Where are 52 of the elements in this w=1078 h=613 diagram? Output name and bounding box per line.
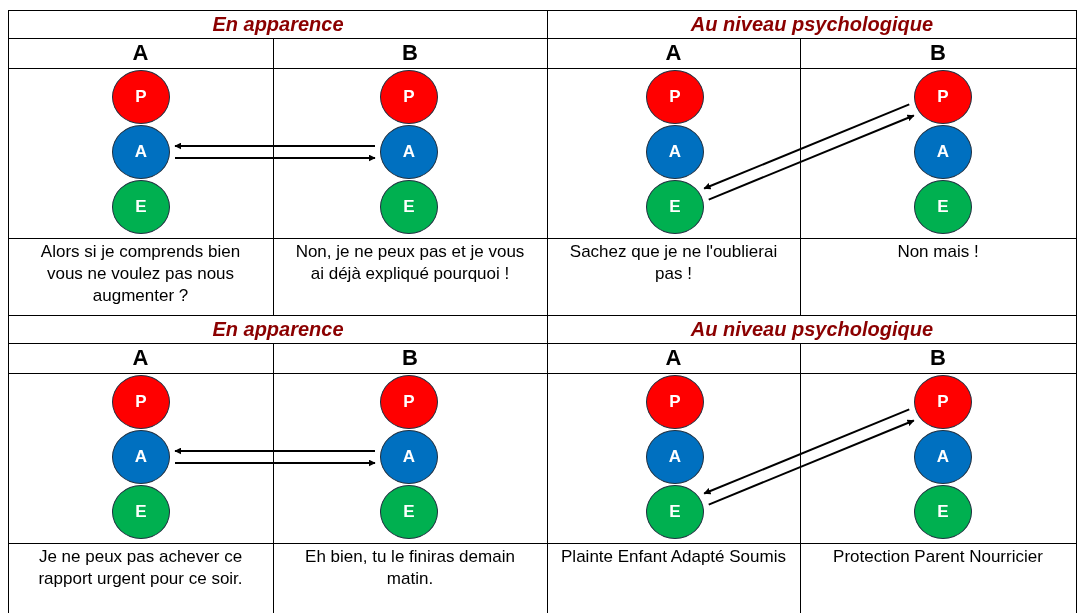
arrow bbox=[174, 459, 376, 467]
ego-state-circle: E bbox=[112, 485, 170, 539]
arrow bbox=[707, 114, 915, 201]
arrow bbox=[174, 142, 376, 150]
dialogue-text: Non mais ! bbox=[897, 241, 979, 263]
section-heading: Au niveau psychologique bbox=[690, 318, 934, 340]
ego-state-circle: P bbox=[112, 70, 170, 124]
person-label: B bbox=[402, 345, 418, 370]
section-heading: En apparence bbox=[212, 13, 344, 35]
ego-state-circle: A bbox=[112, 125, 170, 179]
dialogue-text: Protection Parent Nourricier bbox=[833, 546, 1043, 568]
ego-state-circle: A bbox=[646, 430, 704, 484]
ego-state-circle: A bbox=[112, 430, 170, 484]
ego-state-circle: P bbox=[380, 375, 438, 429]
ego-state-circle: E bbox=[380, 180, 438, 234]
arrow bbox=[174, 154, 376, 162]
ego-state-circle: E bbox=[112, 180, 170, 234]
person-label: A bbox=[132, 40, 149, 65]
ego-state-circle: A bbox=[380, 430, 438, 484]
arrow bbox=[703, 408, 911, 495]
ego-state-circle: P bbox=[646, 70, 704, 124]
ego-state-circle: P bbox=[112, 375, 170, 429]
dialogue-text: Plainte Enfant Adapté Soumis bbox=[561, 546, 786, 568]
section-heading: Au niveau psychologique bbox=[690, 13, 934, 35]
arrow bbox=[707, 419, 915, 506]
person-label: B bbox=[930, 345, 946, 370]
arrow bbox=[703, 103, 911, 190]
dialogue-text: Eh bien, tu le finiras demain matin. bbox=[304, 546, 516, 590]
ego-state-circle: E bbox=[646, 180, 704, 234]
person-label: B bbox=[930, 40, 946, 65]
person-label: A bbox=[665, 40, 682, 65]
ego-state-circle: P bbox=[914, 70, 972, 124]
ego-state-circle: A bbox=[646, 125, 704, 179]
ego-state-circle: A bbox=[914, 430, 972, 484]
dialogue-text: Non, je ne peux pas et je vous ai déjà expliqué pourquoi ! bbox=[294, 241, 526, 285]
section-heading: En apparence bbox=[212, 318, 344, 340]
person-label: A bbox=[665, 345, 682, 370]
dialogue-text: Alors si je comprends bien vous ne voulez pas nous augmenter ? bbox=[39, 241, 242, 307]
person-label: B bbox=[402, 40, 418, 65]
dialogue-text: Sachez que je ne l'oublierai pas ! bbox=[568, 241, 779, 285]
ego-state-circle: E bbox=[914, 485, 972, 539]
ego-state-circle: A bbox=[914, 125, 972, 179]
ego-state-circle: P bbox=[380, 70, 438, 124]
ego-state-circle: E bbox=[914, 180, 972, 234]
arrow bbox=[174, 447, 376, 455]
ego-state-circle: A bbox=[380, 125, 438, 179]
person-label: A bbox=[132, 345, 149, 370]
ego-state-circle: P bbox=[646, 375, 704, 429]
dialogue-text: Je ne peux pas achever ce rapport urgent pour ce soir. bbox=[37, 546, 244, 590]
ego-state-circle: P bbox=[914, 375, 972, 429]
ego-state-circle: E bbox=[380, 485, 438, 539]
ego-state-circle: E bbox=[646, 485, 704, 539]
